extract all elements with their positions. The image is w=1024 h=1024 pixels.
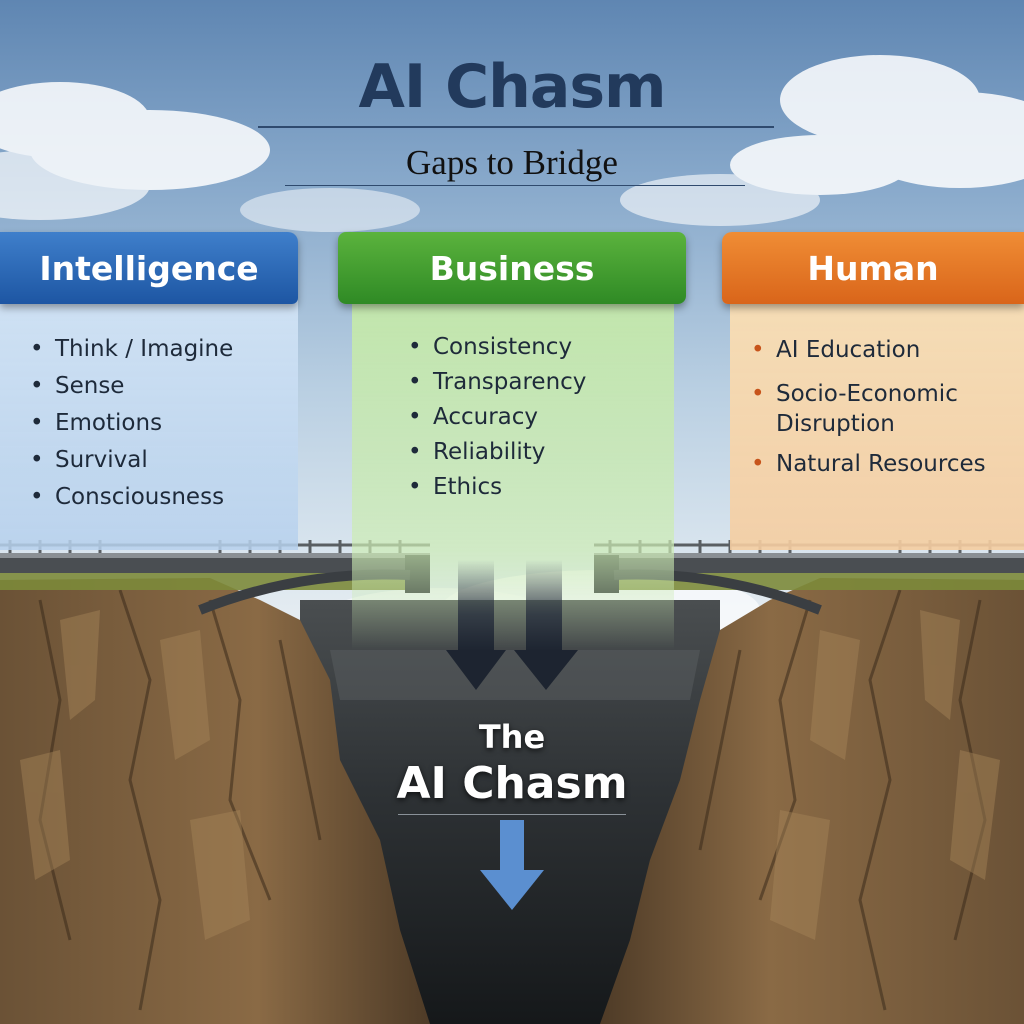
bullet-icon: •	[408, 404, 422, 430]
page-title: AI Chasm	[358, 52, 666, 122]
business-panel	[352, 300, 674, 550]
right-cliff	[600, 578, 1024, 1024]
intelligence-heading: Intelligence	[0, 232, 298, 304]
bullet-icon: •	[408, 474, 422, 500]
list-item-text: Consistency	[433, 334, 573, 360]
bullet-icon: •	[30, 373, 44, 399]
list-item-text: Accuracy	[433, 404, 539, 430]
list-item: • Consciousness	[30, 482, 233, 519]
bullet-icon: •	[408, 334, 422, 360]
bullet-icon: •	[30, 484, 44, 510]
list-item-text: Socio-Economic Disruption	[776, 381, 958, 437]
list-item: • Reliability	[408, 437, 586, 472]
bullet-icon: •	[408, 369, 422, 395]
list-item: • Emotions	[30, 408, 233, 445]
arrow-down-icon-blue	[480, 820, 544, 910]
human-panel	[730, 300, 1024, 550]
list-item: • Transparency	[408, 367, 587, 402]
arrow-down-icon-right	[514, 560, 578, 690]
list-item-text: AI Education	[776, 337, 921, 363]
list-item-text: Think / Imagine	[55, 336, 234, 362]
list-item-text: Emotions	[55, 410, 163, 436]
list-item: • Sense	[30, 371, 233, 408]
bullet-icon: •	[30, 447, 44, 473]
intelligence-list: • Think / Imagine • Sense • Emotions • Survi…	[30, 334, 234, 519]
list-item-text: Reliability	[433, 439, 546, 465]
subtitle-rule	[285, 185, 745, 186]
chasm-rule	[398, 814, 626, 815]
arrow-down-icon-left	[446, 560, 506, 690]
human-heading: Human	[722, 232, 1024, 304]
business-panel-fade	[352, 550, 674, 650]
list-item-text: Sense	[55, 373, 125, 399]
chasm-label-line2: AI Chasm	[396, 758, 628, 809]
list-item: • Accuracy	[408, 402, 586, 437]
chasm-abyss	[300, 600, 720, 1024]
bullet-icon: •	[751, 381, 765, 407]
bullet-icon: •	[751, 337, 765, 363]
business-heading: Business	[338, 232, 686, 304]
list-item: • Consistency	[408, 332, 586, 367]
list-item: • Survival	[30, 445, 233, 482]
list-item-text: Natural Resources	[776, 451, 986, 477]
bullet-icon: •	[30, 410, 44, 436]
bullet-icon: •	[408, 439, 422, 465]
human-list: • AI Education • Socio-Economic Disruption…	[751, 335, 986, 479]
list-item-text: Ethics	[433, 474, 503, 500]
list-item: • Natural Resources	[751, 449, 986, 479]
page-subtitle: Gaps to Bridge	[406, 143, 618, 182]
list-item-text: Transparency	[433, 369, 587, 395]
list-item-text: Consciousness	[55, 484, 225, 510]
list-item: • Socio-Economic Disruption	[751, 379, 986, 449]
left-cliff	[0, 578, 430, 1024]
intelligence-panel	[0, 300, 298, 550]
bullet-icon: •	[751, 451, 765, 477]
business-list: • Consistency • Transparency • Accuracy • Re…	[408, 332, 587, 507]
list-item-text: Survival	[55, 447, 148, 473]
bullet-icon: •	[30, 336, 44, 362]
list-item: • AI Education	[751, 335, 986, 379]
title-rule	[258, 126, 774, 128]
list-item: • Think / Imagine	[30, 334, 234, 371]
chasm-label-line1: The	[478, 718, 546, 756]
list-item: • Ethics	[408, 472, 586, 507]
